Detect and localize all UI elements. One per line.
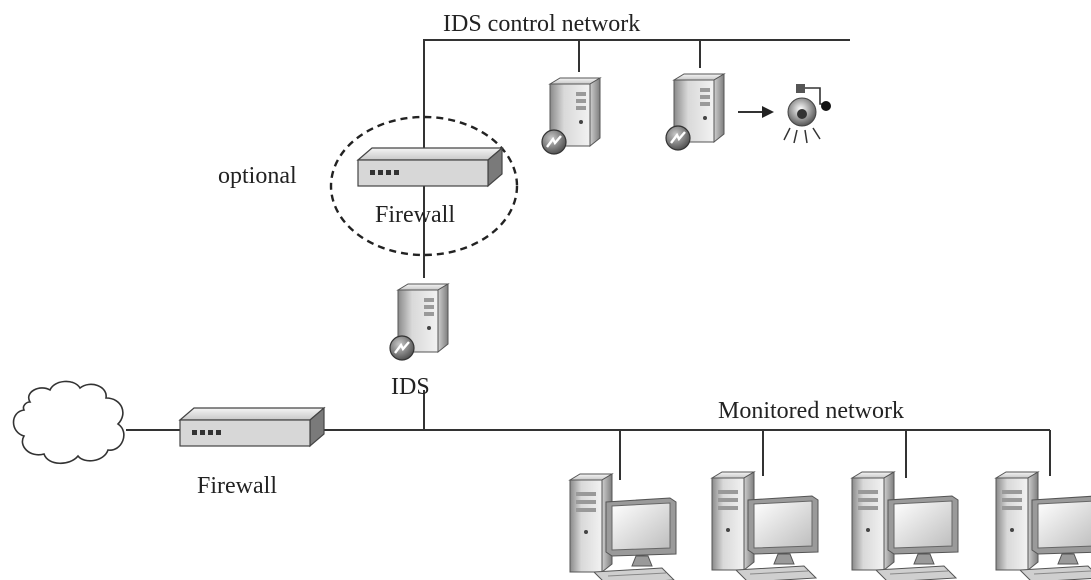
ids-server-icon — [388, 282, 450, 362]
firewall-top-label: Firewall — [375, 202, 455, 228]
desktop-computer-icon — [711, 471, 819, 580]
optional-boundary — [329, 115, 519, 257]
cloud-icon — [12, 380, 125, 465]
desktop-computer-icon — [995, 471, 1091, 580]
control-network-link — [423, 39, 850, 278]
control-network-label: IDS control network — [443, 11, 640, 37]
desktop-computer-icon — [851, 471, 959, 580]
server-icon — [540, 76, 602, 156]
ids-label: IDS — [391, 374, 430, 400]
alarm-siren-icon — [783, 84, 831, 144]
monitored-network-label: Monitored network — [718, 398, 904, 424]
desktop-computer-icon — [569, 473, 677, 580]
firewall-bottom-label: Firewall — [197, 473, 277, 499]
perimeter-firewall-icon — [179, 407, 325, 447]
optional-label: optional — [218, 163, 297, 189]
alarm-arrowhead — [762, 106, 774, 118]
firewall-appliance-icon — [357, 147, 503, 187]
server-icon — [664, 72, 726, 152]
